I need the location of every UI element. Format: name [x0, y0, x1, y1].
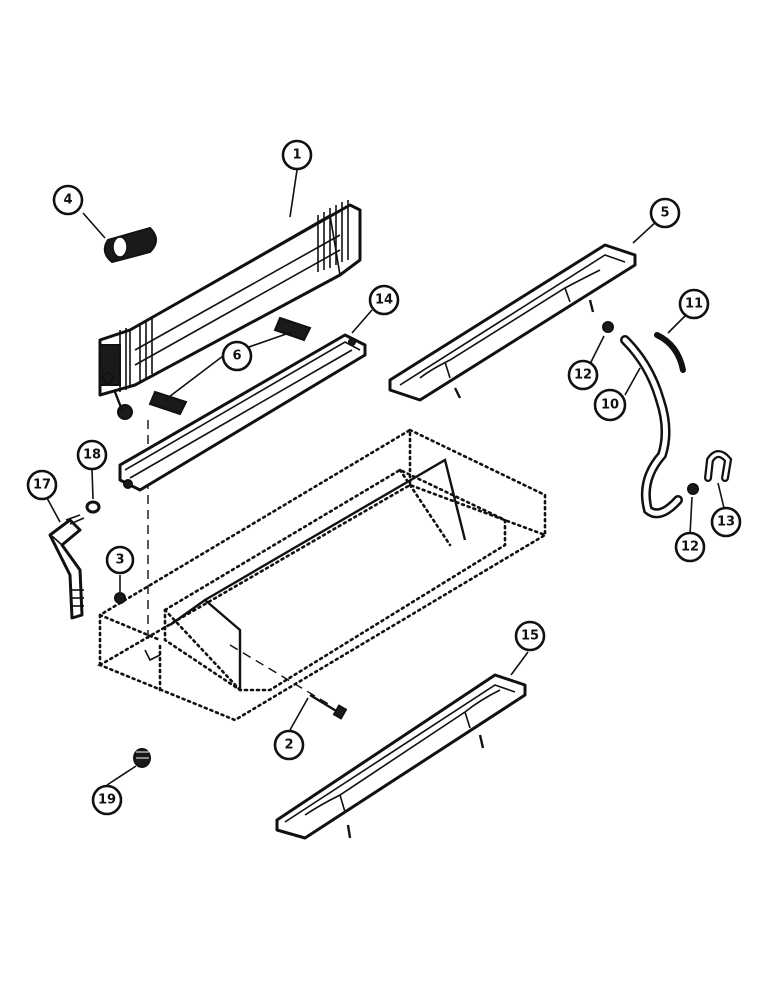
upper-tray: [118, 333, 367, 492]
svg-text:11: 11: [685, 297, 703, 312]
callout-15: 15: [514, 620, 546, 652]
svg-text:3: 3: [115, 553, 124, 568]
elbow-fitting: [48, 514, 85, 620]
clamp: [103, 226, 157, 264]
grommets: [602, 321, 699, 495]
svg-text:2: 2: [284, 738, 293, 753]
drain-hose: [620, 335, 683, 519]
plug: [133, 748, 151, 768]
short-hose: [654, 332, 686, 373]
svg-text:17: 17: [33, 478, 51, 493]
svg-text:12: 12: [574, 368, 592, 383]
callout-17: 17: [26, 469, 58, 501]
callout-6: 6: [221, 340, 253, 372]
callout-1: 1: [281, 139, 313, 171]
callout-4: 4: [52, 184, 84, 216]
svg-text:18: 18: [83, 448, 101, 463]
callout-10: 10: [593, 388, 627, 422]
callout-3: 3: [105, 545, 135, 575]
callout-14: 14: [368, 284, 400, 316]
drain-pan-upper: [388, 243, 637, 402]
callout-12-lower: 12: [674, 531, 706, 563]
nut-3: [114, 592, 126, 604]
svg-text:15: 15: [521, 629, 539, 644]
heater-core: [98, 200, 362, 420]
svg-text:6: 6: [232, 349, 241, 364]
callout-11: 11: [678, 288, 710, 320]
callout-13: 13: [710, 506, 742, 538]
svg-text:10: 10: [601, 398, 619, 413]
leader-lines: [46, 169, 725, 786]
drain-pan-lower: [275, 673, 527, 840]
housing-wedge: [144, 458, 467, 690]
svg-text:14: 14: [375, 293, 393, 308]
callout-19: 19: [91, 784, 123, 816]
callout-18: 18: [76, 439, 108, 471]
svg-text:19: 19: [98, 793, 116, 808]
bolt: [309, 693, 348, 720]
svg-text:1: 1: [292, 148, 301, 163]
callout-5: 5: [649, 197, 681, 229]
u-hose: [704, 450, 733, 482]
svg-text:5: 5: [660, 206, 669, 221]
seals: [148, 316, 312, 416]
svg-text:12: 12: [681, 540, 699, 555]
svg-text:4: 4: [63, 193, 72, 208]
callout-12-upper: 12: [567, 359, 599, 391]
svg-text:13: 13: [717, 515, 735, 530]
washer-18: [85, 500, 101, 514]
callout-2: 2: [273, 729, 305, 761]
